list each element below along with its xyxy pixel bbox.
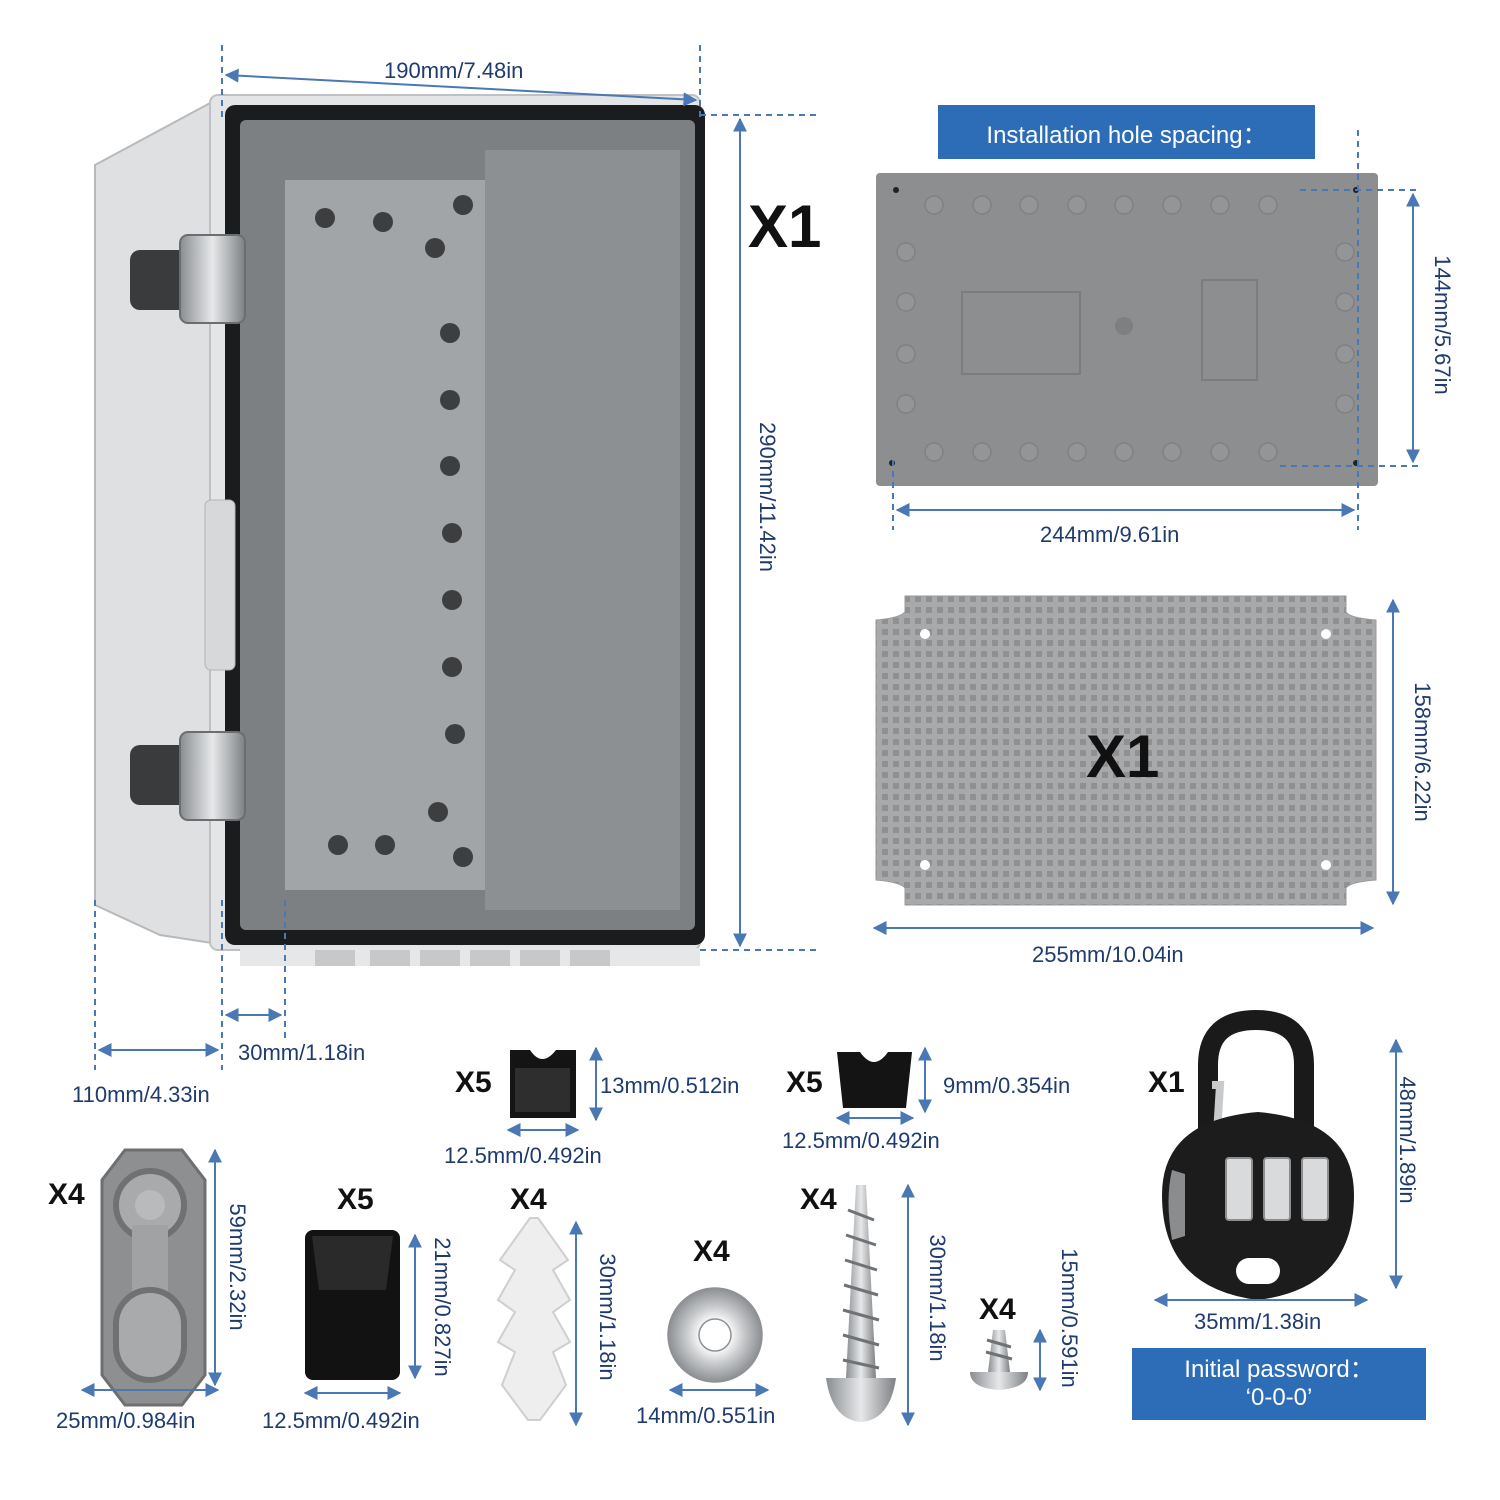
- cable-clip-large-image: [510, 1050, 576, 1118]
- washer-image: [667, 1287, 763, 1383]
- short-screw-height-label: 15mm/0.591in: [1057, 1248, 1082, 1388]
- padlock-quantity: X1: [1148, 1066, 1185, 1099]
- plate-quantity: X1: [1086, 723, 1160, 790]
- cable-clip-small-image: [837, 1052, 912, 1108]
- installation-height-label: 144mm/5.67in: [1430, 255, 1455, 395]
- installation-title-banner: Installation hole spacing：: [938, 105, 1315, 159]
- padlock-height-label: 48mm/1.89in: [1395, 1076, 1420, 1204]
- padlock-image: [1162, 1009, 1354, 1300]
- plate-width-label: 255mm/10.04in: [1032, 942, 1184, 967]
- password-value: ‘0-0-0’: [1245, 1384, 1313, 1411]
- back-panel-image: [876, 173, 1378, 486]
- box-height-label: 290mm/11.42in: [755, 421, 780, 572]
- box-width-label: 190mm/7.48in: [384, 58, 524, 83]
- long-screw-image: [826, 1185, 896, 1422]
- clip-small-width-label: 12.5mm/0.492in: [782, 1128, 940, 1153]
- lid-depth-label: 30mm/1.18in: [238, 1040, 366, 1065]
- clip-large-width-label: 12.5mm/0.492in: [444, 1143, 602, 1168]
- padlock-width-label: 35mm/1.38in: [1194, 1309, 1322, 1334]
- mounting-bracket-image: [100, 1148, 207, 1407]
- clip-small-height-label: 9mm/0.354in: [943, 1073, 1071, 1098]
- cap-width-label: 12.5mm/0.492in: [262, 1408, 420, 1433]
- short-screw-image: [970, 1330, 1028, 1390]
- password-label: Initial password：: [1184, 1356, 1374, 1383]
- long-screw-height-label: 30mm/1.18in: [925, 1234, 950, 1362]
- clip-large-quantity: X5: [455, 1066, 492, 1099]
- box-quantity: X1: [748, 193, 822, 260]
- clip-small-quantity: X5: [786, 1066, 823, 1099]
- bracket-quantity: X4: [48, 1178, 85, 1211]
- plate-height-label: 158mm/6.22in: [1410, 682, 1435, 822]
- washer-quantity: X4: [693, 1235, 730, 1268]
- mounting-plate-image: [875, 595, 1377, 906]
- wall-anchor-image: [496, 1217, 572, 1421]
- short-screw-quantity: X4: [979, 1293, 1016, 1326]
- washer-width-label: 14mm/0.551in: [636, 1403, 776, 1428]
- password-banner: Initial password： ‘0-0-0’: [1132, 1348, 1426, 1420]
- installation-width-label: 244mm/9.61in: [1040, 522, 1180, 547]
- bracket-width-label: 25mm/0.984in: [56, 1408, 196, 1433]
- box-depth-label: 110mm/4.33in: [72, 1082, 210, 1107]
- dimension-lines: [80, 45, 1420, 1427]
- cap-quantity: X5: [337, 1183, 374, 1216]
- cap-height-label: 21mm/0.827in: [430, 1237, 455, 1377]
- bracket-height-label: 59mm/2.32in: [225, 1203, 250, 1331]
- long-screw-quantity: X4: [800, 1183, 837, 1216]
- clip-large-height-label: 13mm/0.512in: [600, 1073, 740, 1098]
- cover-cap-image: [305, 1230, 400, 1380]
- anchor-quantity: X4: [510, 1183, 547, 1216]
- anchor-height-label: 30mm/1.18in: [595, 1253, 620, 1381]
- enclosure-image: [94, 93, 705, 966]
